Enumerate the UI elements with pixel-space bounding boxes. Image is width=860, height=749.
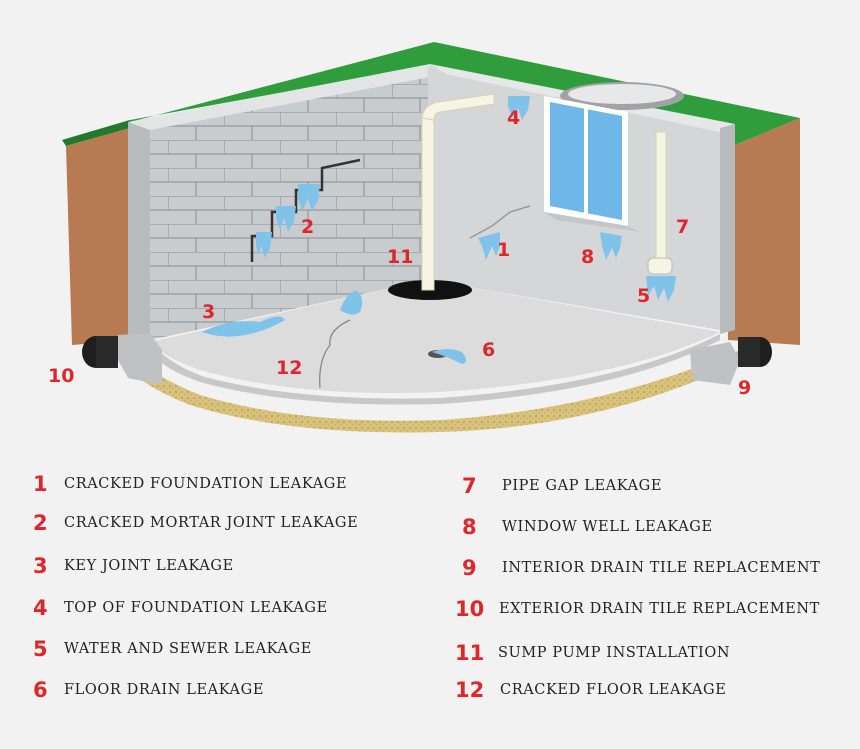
legend-item-4: 4 TOP OF FOUNDATION LEAKAGE — [33, 596, 328, 620]
callout-10: 10 — [48, 365, 74, 387]
legend-number: 2 — [33, 511, 48, 535]
soil-right — [728, 118, 800, 345]
legend-number: 11 — [455, 641, 485, 665]
callout-3: 3 — [202, 301, 215, 323]
callout-1: 1 — [497, 239, 510, 261]
footing-left — [118, 333, 162, 385]
water-pipe — [655, 131, 667, 263]
legend-item-3: 3 KEY JOINT LEAKAGE — [33, 554, 234, 578]
legend-label: CRACKED FLOOR LEAKAGE — [500, 682, 727, 698]
legend-number: 4 — [33, 596, 48, 620]
legend-number: 5 — [33, 637, 48, 661]
legend-item-5: 5 WATER AND SEWER LEAKAGE — [33, 637, 312, 661]
legend-label: INTERIOR DRAIN TILE REPLACEMENT — [502, 560, 821, 576]
callout-11: 11 — [387, 246, 413, 268]
footing-right — [690, 342, 740, 385]
callout-4: 4 — [507, 107, 520, 129]
legend-number: 12 — [455, 678, 485, 702]
legend-number: 8 — [462, 515, 477, 539]
legend-item-9: 9 INTERIOR DRAIN TILE REPLACEMENT — [462, 556, 820, 580]
callout-9: 9 — [738, 377, 751, 399]
legend-label: PIPE GAP LEAKAGE — [502, 478, 663, 494]
legend-label: KEY JOINT LEAKAGE — [64, 558, 234, 574]
callout-5: 5 — [637, 285, 650, 307]
basement-floor — [150, 280, 720, 394]
legend-number: 1 — [33, 472, 48, 496]
legend-item-10: 10 EXTERIOR DRAIN TILE REPLACEMENT — [455, 597, 820, 621]
legend-item-6: 6 FLOOR DRAIN LEAKAGE — [33, 678, 264, 702]
legend-label: WATER AND SEWER LEAKAGE — [64, 641, 312, 657]
callout-12: 12 — [276, 357, 302, 379]
legend-label: EXTERIOR DRAIN TILE REPLACEMENT — [499, 601, 820, 617]
legend-number: 9 — [462, 556, 477, 580]
legend-item-2: 2 CRACKED MORTAR JOINT LEAKAGE — [33, 511, 358, 535]
water-leaks — [202, 96, 676, 364]
legend-label: CRACKED MORTAR JOINT LEAKAGE — [64, 515, 359, 531]
foundation-crack — [469, 205, 531, 239]
gravel-base — [118, 345, 740, 433]
wall-cap-left — [128, 64, 446, 130]
callout-8: 8 — [581, 246, 594, 268]
floor-crack — [319, 319, 351, 389]
legend-label: SUMP PUMP INSTALLATION — [498, 645, 731, 661]
callout-6: 6 — [482, 339, 495, 361]
legend-number: 3 — [33, 554, 48, 578]
basement-diagram: 1 2 3 4 5 6 7 8 9 10 11 12 — [48, 42, 800, 433]
sump-pipe — [421, 111, 435, 291]
grass-edge — [62, 120, 130, 146]
legend-item-1: 1 CRACKED FOUNDATION LEAKAGE — [33, 472, 347, 496]
legend-label: FLOOR DRAIN LEAKAGE — [64, 682, 264, 698]
legend-number: 6 — [33, 678, 48, 702]
legend-number: 10 — [455, 597, 485, 621]
legend-label: WINDOW WELL LEAKAGE — [502, 519, 713, 535]
wall-thickness-right — [720, 124, 735, 334]
block-wall — [150, 66, 428, 340]
wall-thickness-left — [128, 122, 150, 345]
legend-label: CRACKED FOUNDATION LEAKAGE — [64, 476, 348, 492]
legend-item-12: 12 CRACKED FLOOR LEAKAGE — [455, 678, 726, 702]
legend-item-11: 11 SUMP PUMP INSTALLATION — [455, 641, 730, 665]
soil-left — [66, 128, 132, 345]
legend-number: 7 — [462, 474, 477, 498]
callout-2: 2 — [301, 216, 314, 238]
callout-7: 7 — [676, 216, 689, 238]
legend-item-7: 7 PIPE GAP LEAKAGE — [462, 474, 662, 498]
legend-item-8: 8 WINDOW WELL LEAKAGE — [462, 515, 713, 539]
legend-label: TOP OF FOUNDATION LEAKAGE — [64, 600, 328, 616]
